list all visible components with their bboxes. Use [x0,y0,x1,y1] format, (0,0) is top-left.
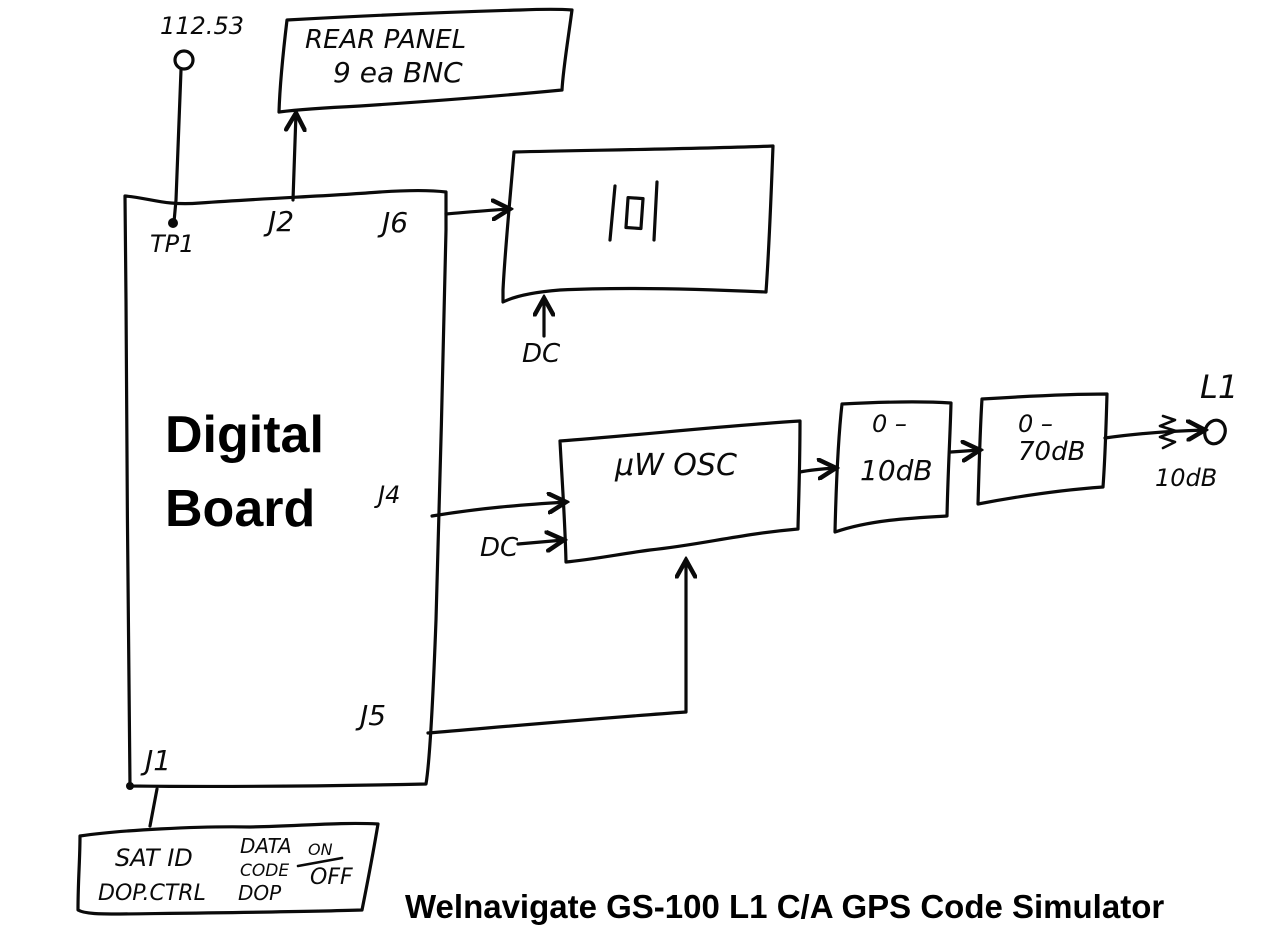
rear-panel-label-line1: REAR PANEL [305,25,466,55]
diagram-title: Welnavigate GS-100 L1 C/A GPS Code Simul… [405,888,1164,925]
attenuator-10db-block: 0 – 10dB [798,400,953,534]
connector-j6-label: J6 [377,206,408,239]
on-off-divider [296,856,344,868]
uw-osc-to-attenuator-10db-arrow [798,468,836,472]
rear-panel-label-line2: 9 ea BNC [333,56,463,89]
control-box-block: SAT ID DATA CODE ON OFF DOP.CTRL DOP [76,782,380,916]
attenuator-70db-block: 0 – 70dB [949,392,1109,506]
j5-to-uw-oscillator-arrow [426,560,686,735]
j4-to-uw-oscillator-arrow [430,502,566,518]
test-point-wire [172,68,183,224]
attenuator-70db-label-line1: 0 – [1018,410,1053,438]
rear-panel-block: REAR PANEL 9 ea BNC [277,7,574,202]
control-off-label: OFF [310,865,353,890]
uw-oscillator-block: μW OSC DC [426,419,802,735]
attenuator-70db-to-output-arrow [1103,430,1205,438]
rear-panel-outline [277,7,574,114]
l1-connector-icon[interactable] [1201,417,1228,446]
l1-output-label: L1 [1200,368,1238,406]
output-pad-label: 10dB [1155,464,1217,492]
j1-to-control-box-wire [148,787,159,828]
output-stage: L1 10dB [1103,368,1238,492]
connector-j4-label: J4 [374,481,400,509]
attenuator-10db-to-70db-arrow [949,450,980,452]
connector-j2-label: J2 [263,205,294,238]
dc-to-uw-oscillator-arrow [516,540,564,544]
resistor-icon [1158,414,1178,450]
digital-board-label-line2: Board [165,480,315,538]
digital-board-label-line1: Digital [165,406,324,464]
uw-oscillator-label: μW OSC [614,448,737,483]
test-point-connector-icon [173,49,195,71]
uw-oscillator-dc-label: DC [480,533,519,563]
control-code-label: CODE [240,861,289,881]
digital-board-block: Digital Board TP1 J2 J6 J4 J5 J1 [123,188,448,788]
crystal-dc-label: DC [522,339,561,369]
attenuator-70db-label-line2: 70dB [1018,437,1085,467]
connector-j1-label: J1 [140,744,171,777]
control-dop-ctrl-label: DOP.CTRL [98,881,206,906]
crystal-oscillator-block: DC [444,144,775,369]
j2-to-rear-panel-arrow [293,113,296,202]
attenuator-70db-outline [976,392,1109,506]
control-on-label: ON [308,840,333,859]
control-sat-id-label: SAT ID [115,844,193,872]
digital-board-outline [123,188,448,788]
attenuator-10db-outline [833,400,953,534]
uw-oscillator-outline [558,419,802,564]
attenuator-10db-label-line1: 0 – [872,410,907,438]
test-point: 112.53 [160,12,244,228]
control-dop-label: DOP [238,881,282,905]
test-point-label: 112.53 [160,12,244,40]
control-box-outline [76,821,380,916]
crystal-icon [608,180,659,242]
j6-to-crystal-arrow [444,209,510,214]
j1-junction-dot [126,782,134,790]
control-data-label: DATA [240,834,292,858]
tp1-junction-dot [168,218,178,228]
crystal-oscillator-outline [501,144,775,304]
connector-j5-label: J5 [355,699,386,732]
attenuator-10db-label-line2: 10dB [860,454,933,487]
connector-tp1-label: TP1 [150,230,194,258]
